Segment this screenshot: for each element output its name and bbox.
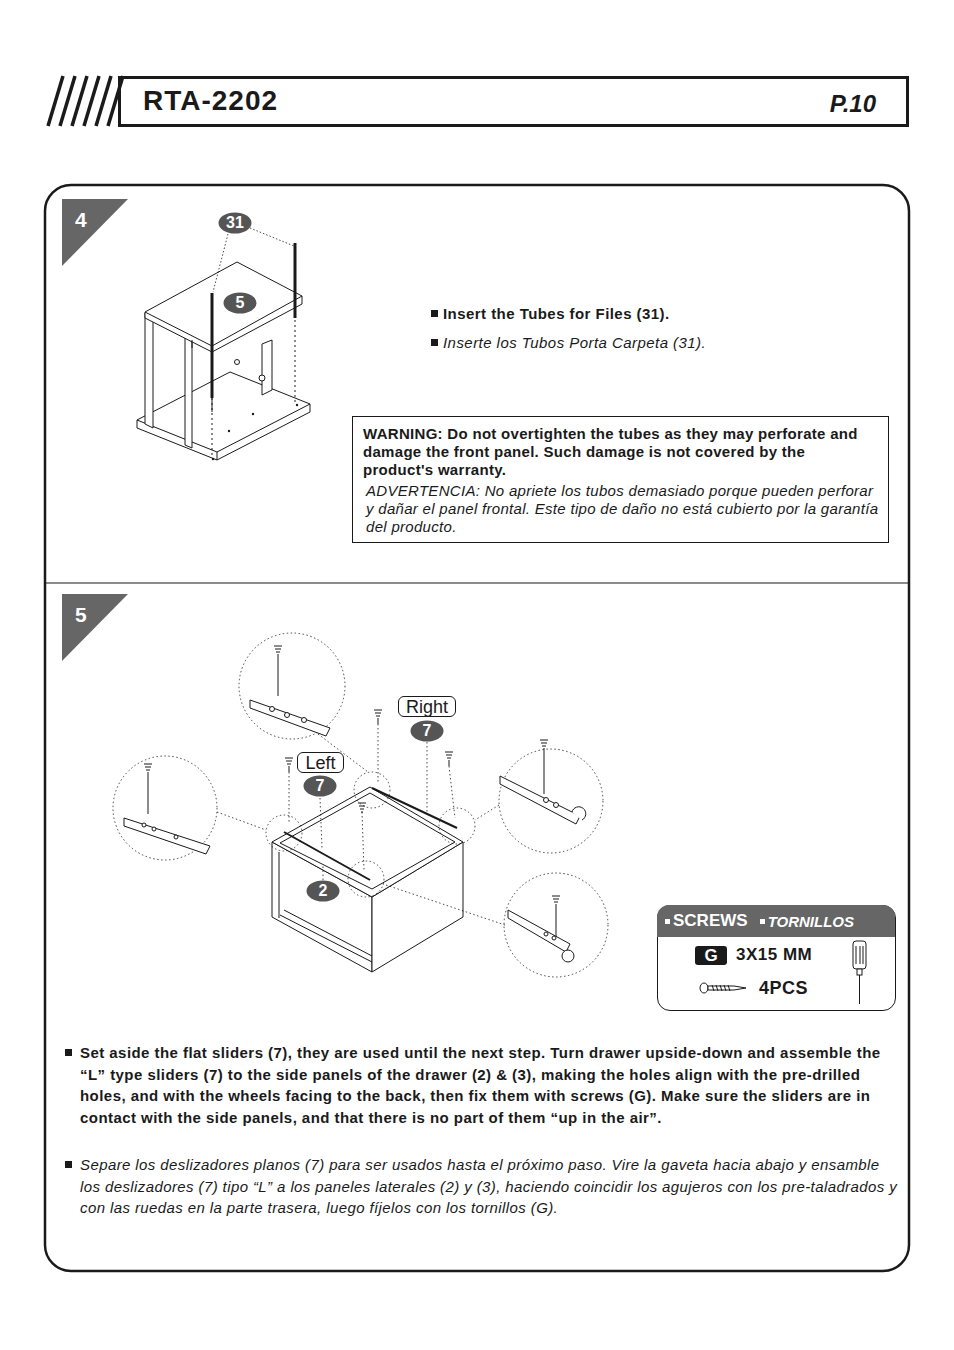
node-text: RTA-2202 — [143, 85, 278, 117]
bullet-square — [665, 919, 670, 924]
step-number: 5 — [62, 594, 128, 661]
node-text: 4PCS — [759, 978, 808, 999]
node-text: Right — [406, 698, 448, 716]
side-tag: Right — [398, 696, 456, 717]
node-text: 5 — [236, 295, 245, 311]
hardware-header: SCREWS TORNILLOS — [657, 905, 895, 937]
hardware-code: G — [695, 946, 727, 965]
hole-dots — [212, 404, 298, 460]
callout-number: 5 — [223, 292, 257, 314]
instruction-text: Inserte los Tubos Porta Carpeta (31). — [443, 332, 883, 354]
node-text: SCREWS — [673, 911, 748, 931]
callout-number: 31 — [218, 212, 252, 234]
step-triangle-shape — [62, 199, 128, 266]
step-triangle-shape — [62, 594, 128, 661]
callout-number: 7 — [410, 720, 444, 742]
instruction-paragraph: Set aside the flat sliders (7), they are… — [80, 1042, 904, 1128]
drawer-drawing — [272, 787, 463, 972]
node-text: 31 — [226, 215, 244, 231]
node-text: 5 — [75, 603, 87, 627]
header-slashes — [48, 76, 123, 126]
divider — [46, 582, 908, 583]
title-bar: RTA-2202 P.10 — [118, 76, 909, 127]
screw-icons — [144, 646, 560, 940]
warning-box: WARNING: Do not overtighten the tubes as… — [352, 416, 889, 543]
instruction-paragraph: Separe los deslizadores planos (7) para … — [80, 1154, 904, 1219]
callout-number: 2 — [306, 880, 340, 902]
step-number: 4 — [62, 199, 128, 266]
bullet-square — [760, 919, 765, 924]
node-text: TORNILLOS — [768, 913, 854, 930]
node-text: Left — [305, 754, 335, 772]
hardware-box: 3X15 MM 4PCS SCREWS TORNILLOS G — [657, 905, 896, 1011]
node-text: 2 — [319, 883, 328, 899]
node-text: 4 — [75, 208, 87, 232]
callout-number: 7 — [303, 775, 337, 797]
side-tag: Left — [297, 752, 344, 773]
slider-details — [124, 700, 586, 962]
node-text: P.10 — [830, 90, 876, 118]
instruction-text: Insert the Tubes for Files (31). — [443, 303, 883, 325]
node-text: WARNING: Do not overtighten the tubes as… — [363, 425, 880, 479]
node-text: 7 — [316, 778, 325, 794]
detail-circles — [113, 633, 608, 977]
file-tubes — [212, 228, 295, 458]
node-text: ADVERTENCIA: No apriete los tubos demasi… — [363, 482, 880, 536]
slider-rails — [284, 788, 457, 880]
node-text: 7 — [423, 723, 432, 739]
node-text: 3X15 MM — [736, 945, 812, 965]
node-text: G — [704, 947, 717, 964]
cabinet-drawing — [137, 262, 310, 460]
step-panel — [45, 185, 909, 1271]
